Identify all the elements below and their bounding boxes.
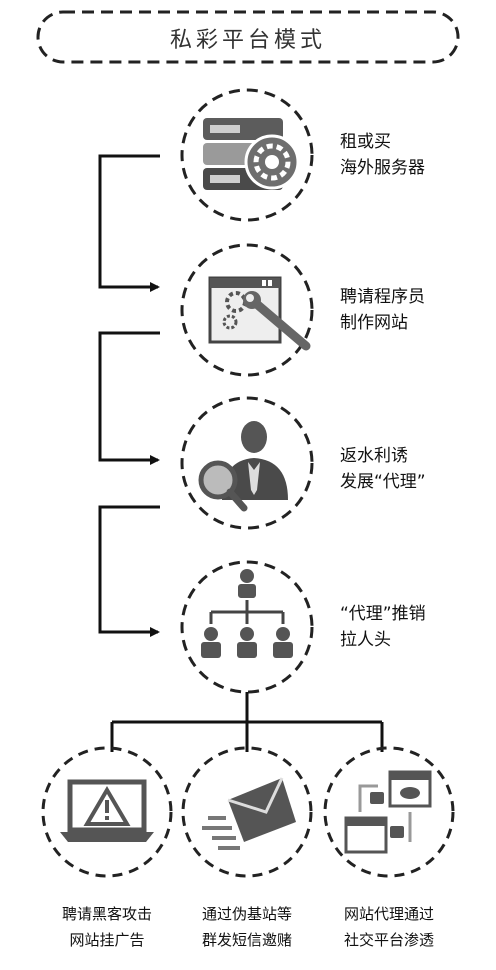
step-4-circle [180, 560, 314, 694]
server-gear-icon [203, 118, 300, 190]
branch-3-caption: 网站代理通过 社交平台渗透 [314, 901, 464, 953]
step-2-label: 聘请程序员 制作网站 [340, 284, 425, 336]
step-2-line2: 制作网站 [340, 313, 408, 333]
step-1-circle [180, 88, 314, 222]
person-magnifier-icon [198, 421, 288, 512]
connector-3-to-4 [98, 505, 160, 637]
branch-2-line1: 通过伪基站等 [201, 905, 292, 923]
flow-connectors [98, 154, 160, 637]
branch-tree [110, 692, 384, 752]
branch-2-line2: 群发短信邀赌 [201, 931, 292, 949]
social-windows-icon [344, 770, 432, 854]
envelope-fast-icon [202, 777, 296, 850]
step-1-line2: 海外服务器 [340, 158, 425, 178]
branch-3-line2: 社交平台渗透 [343, 931, 434, 949]
step-2-line1: 聘请程序员 [340, 287, 425, 307]
step-4-label: “代理”推销 拉人头 [340, 601, 426, 653]
step-3-label: 返水利诱 发展“代理” [340, 443, 426, 495]
connector-1-to-2 [98, 154, 160, 292]
browser-wrench-icon [208, 276, 311, 351]
title-frame [36, 10, 460, 64]
branch-1-caption: 聘请黑客攻击 网站挂广告 [32, 901, 182, 953]
connector-2-to-3 [98, 331, 160, 465]
step-3-circle [180, 396, 314, 530]
branch-2-caption: 通过伪基站等 群发短信邀赌 [172, 901, 322, 953]
laptop-warning-icon [60, 779, 154, 842]
step-4-line1: “代理”推销 [340, 604, 426, 624]
step-circles [180, 88, 314, 694]
branch-1-line1: 聘请黑客攻击 [61, 905, 152, 923]
branch-3-line1: 网站代理通过 [343, 905, 434, 923]
branch-circles [41, 746, 455, 878]
step-1-label: 租或买 海外服务器 [340, 129, 425, 181]
org-hierarchy-icon [201, 569, 293, 658]
step-3-line1: 返水利诱 [340, 446, 408, 466]
branch-2-circle [181, 746, 313, 878]
step-2-circle [180, 243, 314, 377]
branch-1-line2: 网站挂广告 [69, 931, 145, 949]
branch-3-circle [323, 746, 455, 878]
step-3-line2: 发展“代理” [340, 472, 426, 492]
branch-1-circle [41, 746, 173, 878]
step-1-line1: 租或买 [340, 132, 391, 152]
page-title: 私彩平台模式 [169, 28, 326, 53]
step-4-line2: 拉人头 [340, 630, 391, 650]
